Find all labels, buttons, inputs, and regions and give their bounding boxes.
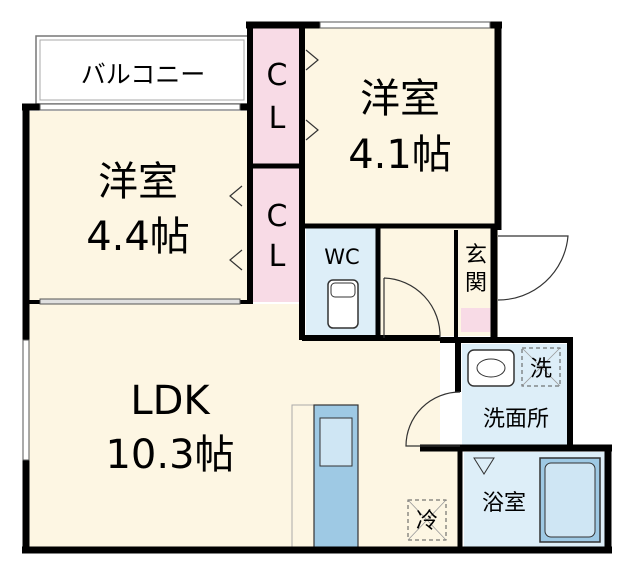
western-room-right-floor: [304, 28, 496, 224]
washbasin-bowl-icon: [476, 358, 506, 378]
washroom: 洗 洗面所: [462, 344, 568, 446]
balcony: バルコニー: [35, 35, 249, 105]
balcony-label: バルコニー: [81, 60, 206, 89]
washroom-label: 洗面所: [483, 407, 549, 432]
closet-lower-floor: [252, 168, 302, 302]
refrigerator-space: 冷: [407, 499, 447, 541]
closet-upper-label-2: L: [269, 101, 286, 136]
washbasin-icon: [467, 349, 515, 387]
closet-door-marker: [305, 119, 319, 141]
kitchen-counter: [291, 404, 315, 549]
toilet-icon: [327, 279, 359, 329]
refrigerator-diagonal-2: [407, 499, 447, 541]
window: [319, 21, 491, 29]
shoe-cabinet: [461, 308, 491, 332]
refrigerator-outline: [407, 499, 447, 541]
closet-lower-label-1: C: [267, 199, 288, 234]
doors: [229, 49, 569, 447]
kitchen-sink-icon: [319, 417, 353, 467]
entrance-label-1: 玄: [465, 243, 487, 268]
washroom-door: [405, 391, 461, 447]
western-room-left-size: 4.4帖: [86, 214, 190, 260]
western-room-right: 洋室 4.1帖: [304, 28, 496, 224]
washing-machine-diagonal-2: [521, 347, 561, 387]
window: [39, 103, 241, 111]
bathroom: 浴室: [464, 452, 606, 548]
closet-upper: C L: [252, 28, 302, 164]
toilet-tank-icon: [330, 282, 356, 298]
windows: [22, 21, 491, 461]
toilet-room: WC: [306, 228, 378, 336]
washing-machine-label: 洗: [530, 357, 552, 382]
western-room-right-size: 4.1帖: [348, 132, 452, 178]
closet-door-marker: [305, 49, 319, 71]
refrigerator-label: 冷: [416, 509, 438, 534]
sliding-door: [39, 298, 241, 305]
window: [22, 339, 30, 461]
ldk-name: LDK: [130, 378, 211, 424]
closet-door-marker: [229, 249, 243, 271]
toilet-door: [383, 277, 441, 339]
toilet-label: WC: [324, 245, 359, 269]
shower-icon: [473, 457, 495, 475]
washing-machine-space: [521, 347, 561, 387]
closet-lower-label-2: L: [269, 239, 286, 274]
closet-upper-floor: [252, 28, 302, 164]
balcony-outline: [35, 35, 249, 105]
bathtub-inner-icon: [544, 462, 596, 538]
closet-door-marker: [229, 185, 243, 207]
bathroom-label: 浴室: [482, 491, 526, 516]
western-room-left-floor: [28, 111, 250, 302]
entrance-label-2: 関: [465, 271, 487, 296]
entrance: 玄 関: [458, 232, 494, 336]
front-door: [497, 235, 569, 301]
ldk-size: 10.3帖: [105, 432, 234, 478]
western-room-right-name: 洋室: [360, 76, 440, 122]
western-room-left-name: 洋室: [98, 159, 178, 205]
closet-lower: C L: [252, 168, 302, 302]
western-room-left: 洋室 4.4帖: [28, 111, 250, 302]
balcony-inner-line: [39, 39, 245, 101]
closet-upper-label-1: C: [267, 58, 288, 93]
ldk-room: LDK 10.3帖: [28, 304, 460, 549]
